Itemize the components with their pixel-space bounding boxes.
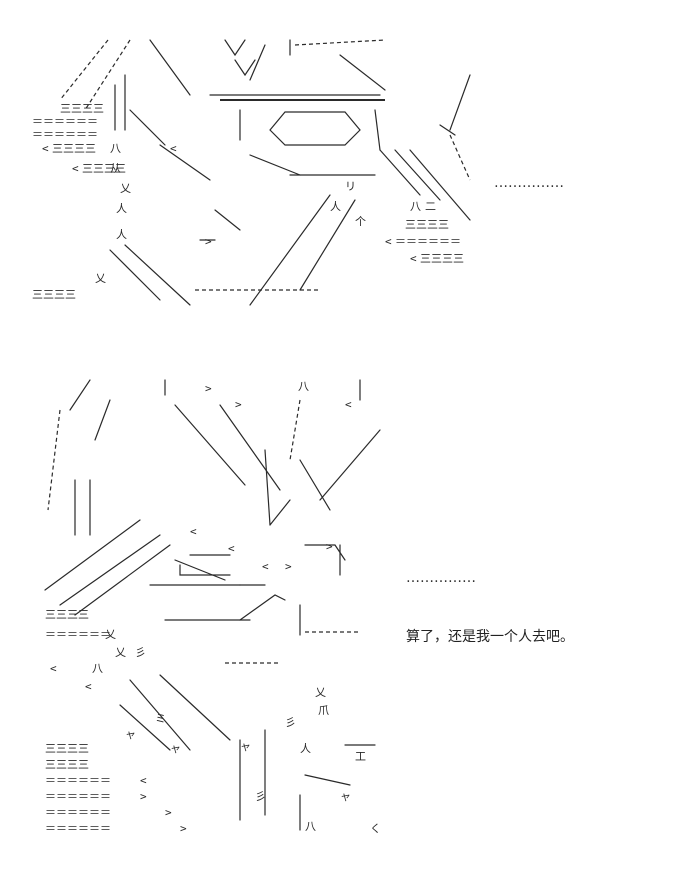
ascii-text-row: ミ	[155, 712, 166, 725]
ascii-text-row: <	[85, 680, 92, 693]
ascii-text-row: 彡	[255, 790, 266, 803]
ascii-text-row: 三三三三	[405, 218, 449, 231]
ascii-text-row: 八	[305, 820, 316, 833]
ascii-text-row: 八	[110, 142, 121, 155]
ascii-art-panel-bottom: > > 八 < < < < > > 三三三三 ＝＝＝＝＝＝ 乂 乂 彡 < 八 …	[0, 360, 686, 874]
ascii-text-row: 三三三三	[82, 162, 126, 175]
ascii-text-row: 彡	[285, 716, 296, 729]
ascii-text-row: 个	[355, 215, 366, 228]
ellipsis-text-top: ……………	[494, 175, 564, 191]
ascii-text-row: 八	[410, 200, 421, 213]
ascii-text-row: 人	[116, 228, 127, 241]
ascii-text-row: ＝＝＝＝＝＝	[32, 128, 98, 141]
ellipsis-text-bottom: ……………	[406, 570, 476, 586]
ascii-text-row: >	[326, 540, 333, 553]
ascii-text-row: ャ	[240, 740, 251, 753]
ascii-text-row: ャ	[340, 790, 351, 803]
ascii-text-row: >	[165, 806, 172, 819]
ascii-art-panel-top: ＝＝＝＝＝＝ 三三三三 ＝＝＝＝＝＝ < 三三三三 八 < 三三三三 从 乂 人…	[0, 0, 686, 330]
ascii-text-row: ＝＝＝＝＝＝	[45, 628, 111, 641]
ascii-text-row: 三三三三	[32, 288, 76, 301]
ascii-text-row: 三三三三	[52, 142, 96, 155]
ascii-text-row: >	[180, 822, 187, 835]
ascii-text-row: 工	[355, 750, 366, 763]
ascii-text-row: ャ	[125, 728, 136, 741]
ascii-text-row: 二	[425, 200, 436, 213]
ascii-text-row: >	[285, 560, 292, 573]
ascii-text-row: <	[262, 560, 269, 573]
ascii-text-row: <	[190, 525, 197, 538]
ascii-text-row: 乂	[115, 646, 126, 659]
ascii-text-row: <	[385, 235, 392, 248]
ascii-text-row: く	[370, 822, 381, 835]
ascii-text-row: ャ	[170, 742, 181, 755]
ascii-text-row: 彡	[135, 646, 146, 659]
ascii-text-row: >	[140, 790, 147, 803]
ascii-text-row: <	[345, 398, 352, 411]
ascii-text-row: <	[228, 542, 235, 555]
ascii-text-row: 三三三三	[45, 742, 89, 755]
ascii-text-row: <	[72, 162, 79, 175]
ascii-text-row: ＝＝＝＝＝＝	[45, 822, 111, 835]
ascii-text-row: 乂	[95, 272, 106, 285]
ascii-text-row: 从	[110, 162, 121, 175]
ascii-text-row: ＝＝＝＝＝＝	[395, 235, 461, 248]
ascii-text-row: 八	[298, 380, 309, 393]
ascii-text-row: 八	[92, 662, 103, 675]
ascii-text-row: <	[50, 662, 57, 675]
ascii-text-row: 三三三三	[45, 608, 89, 621]
ascii-text-row: <	[140, 774, 147, 787]
ascii-text-row: 乂	[315, 686, 326, 699]
ascii-text-row: 人	[116, 202, 127, 215]
ascii-art-figure-top: ＝＝＝＝＝＝ 三三三三 ＝＝＝＝＝＝ < 三三三三 八 < 三三三三 从 乂 人…	[32, 39, 471, 306]
ascii-text-row: ＝＝＝＝＝＝	[45, 774, 111, 787]
ascii-text-row: 人	[300, 742, 311, 755]
ascii-text-row: 爪	[318, 704, 329, 717]
ascii-text-row: 三三三三	[45, 758, 89, 771]
ascii-text-row: >	[205, 235, 212, 248]
ascii-text-row: <	[42, 142, 49, 155]
ascii-text-row: 乂	[120, 182, 131, 195]
dialogue-line: 算了，还是我一个人去吧。	[406, 629, 574, 645]
ascii-text-row: 人	[330, 200, 341, 213]
ascii-text-row: 乂	[105, 628, 116, 641]
ascii-text-row: 三三三三	[60, 102, 104, 115]
ascii-text-row: ＝＝＝＝＝＝	[45, 806, 111, 819]
ascii-text-row: >	[205, 382, 212, 395]
ascii-text-row: リ	[345, 180, 356, 193]
ascii-text-row: 三三三三	[420, 252, 464, 265]
ascii-text-row: <	[170, 142, 177, 155]
ascii-art-figure-bottom: > > 八 < < < < > > 三三三三 ＝＝＝＝＝＝ 乂 乂 彡 < 八 …	[44, 379, 381, 835]
ascii-text-row: ＝＝＝＝＝＝	[32, 115, 98, 128]
ascii-text-row: ＝＝＝＝＝＝	[45, 790, 111, 803]
ascii-text-row: <	[410, 252, 417, 265]
ascii-text-row: >	[235, 398, 242, 411]
